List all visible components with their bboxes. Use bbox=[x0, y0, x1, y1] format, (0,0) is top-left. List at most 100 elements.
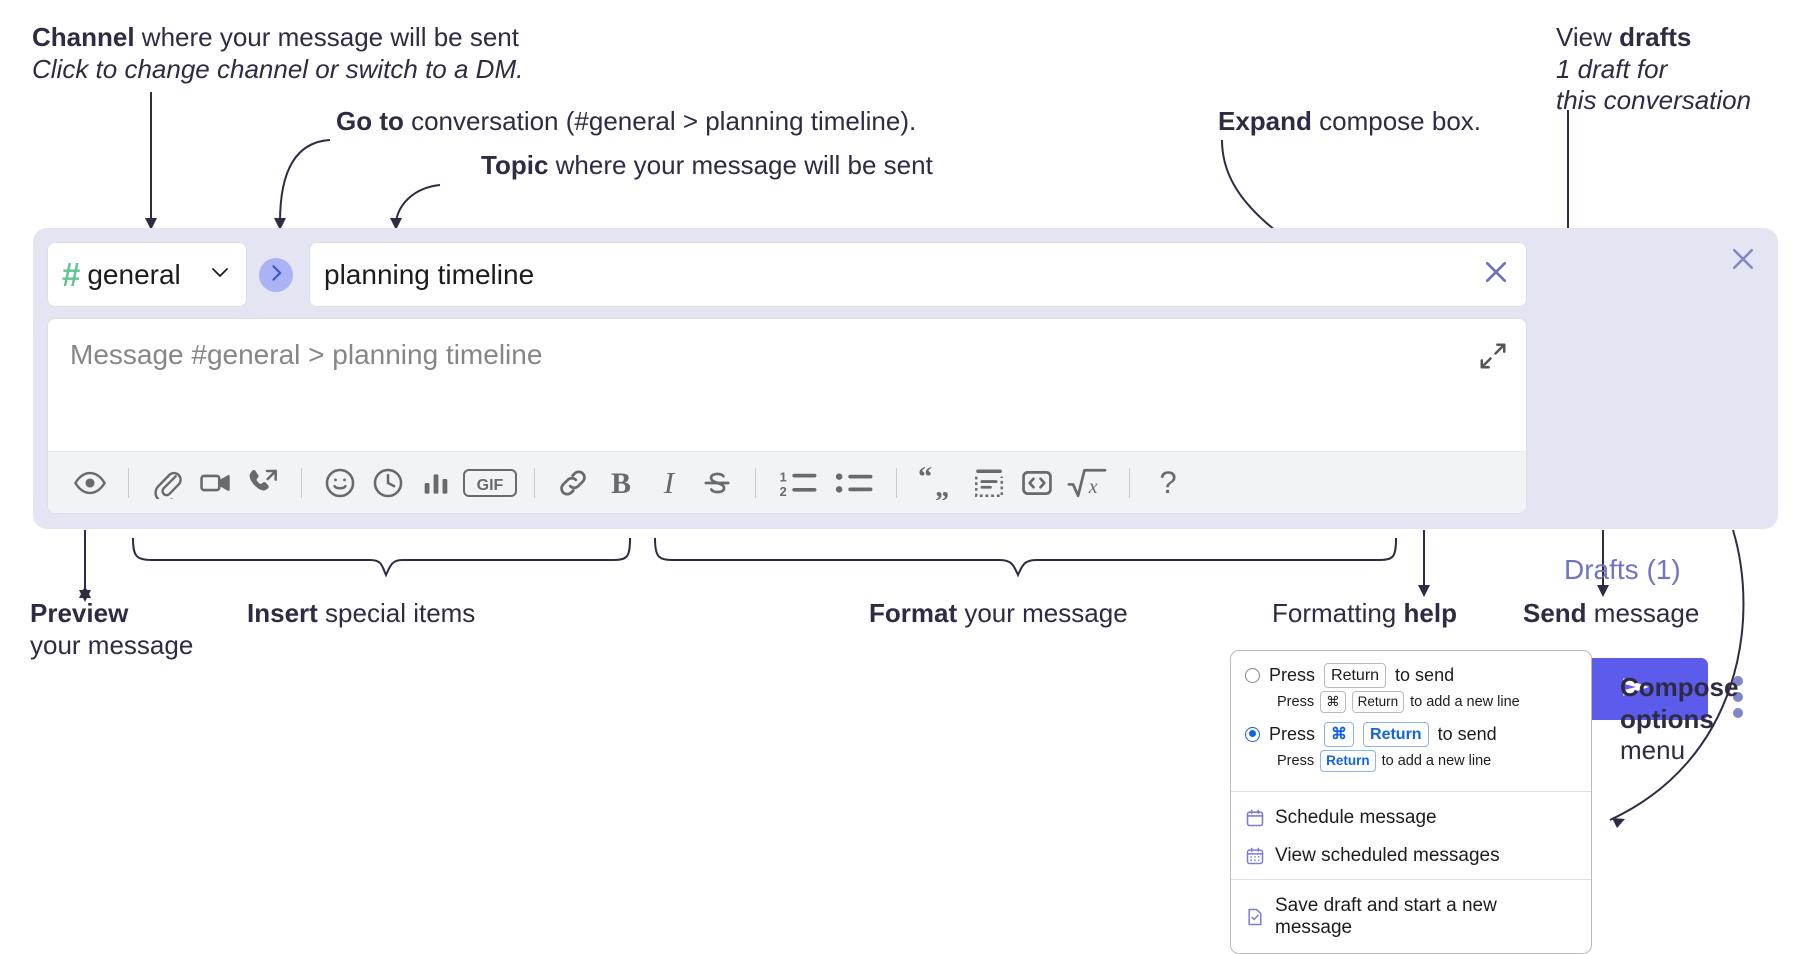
menu-item-save-draft[interactable]: Save draft and start a new message bbox=[1231, 884, 1591, 947]
code-block-icon[interactable] bbox=[965, 459, 1013, 507]
channel-selector[interactable]: # general bbox=[47, 242, 247, 307]
svg-text:I: I bbox=[663, 466, 676, 500]
svg-text:?: ? bbox=[1159, 466, 1176, 500]
poll-icon[interactable] bbox=[412, 459, 460, 507]
calendar-grid-icon bbox=[1245, 846, 1265, 866]
menu-item-label: Schedule message bbox=[1275, 806, 1437, 828]
toolbar-separator bbox=[755, 467, 756, 498]
svg-text:2: 2 bbox=[780, 483, 787, 498]
send-option-row[interactable]: Press Return to send Press ⌘ Return to a… bbox=[1245, 663, 1577, 713]
italic-icon[interactable]: I bbox=[645, 459, 693, 507]
send-option-sub: Press Return to add a new line bbox=[1277, 749, 1577, 772]
chevron-right-icon bbox=[266, 263, 286, 288]
message-input-placeholder: Message #general > planning timeline bbox=[70, 339, 543, 370]
send-icon bbox=[1613, 669, 1659, 710]
annotation-compose-options-l2: options bbox=[1620, 703, 1714, 734]
hash-icon: # bbox=[62, 256, 81, 293]
ordered-list-icon[interactable]: 1 2 bbox=[770, 459, 826, 507]
attachment-icon[interactable] bbox=[143, 459, 191, 507]
blockquote-icon[interactable]: “ „ bbox=[911, 459, 965, 507]
menu-divider bbox=[1231, 878, 1591, 880]
toolbar-separator bbox=[896, 467, 897, 498]
annotation-drafts-pre: View bbox=[1556, 22, 1620, 52]
annotation-drafts-bold: drafts bbox=[1619, 22, 1692, 52]
preview-icon[interactable] bbox=[66, 459, 114, 507]
leader-goto bbox=[279, 139, 331, 223]
toolbar-separator bbox=[1129, 467, 1130, 498]
menu-item-label: View scheduled messages bbox=[1275, 844, 1500, 866]
send-option-main[interactable]: Press Return to send bbox=[1245, 663, 1577, 689]
menu-divider bbox=[1231, 790, 1591, 792]
annotation-channel-sub: Click to change channel or switch to a D… bbox=[32, 53, 524, 84]
annotation-compose-options-l3: menu bbox=[1620, 735, 1686, 766]
send-option-main[interactable]: Press ⌘ Return to send bbox=[1245, 721, 1577, 747]
drafts-link[interactable]: Drafts (1) bbox=[1564, 554, 1681, 585]
annotation-send-bold: Send bbox=[1523, 598, 1587, 628]
brace-format bbox=[654, 537, 1397, 578]
compose-options-menu: Press Return to send Press ⌘ Return to a… bbox=[1230, 650, 1592, 954]
send-options-section: Press Return to send Press ⌘ Return to a… bbox=[1231, 651, 1591, 791]
math-icon[interactable]: x bbox=[1061, 459, 1115, 507]
send-option-post: to send bbox=[1437, 723, 1497, 744]
annotation-compose-options: Compose options menu bbox=[1620, 672, 1738, 767]
expand-compose-icon[interactable] bbox=[1478, 341, 1508, 376]
menu-item-view-scheduled-messages[interactable]: View scheduled messages bbox=[1231, 837, 1591, 875]
inline-code-icon[interactable] bbox=[1013, 459, 1061, 507]
compose-options-button[interactable] bbox=[1733, 676, 1743, 718]
strikethrough-icon[interactable] bbox=[693, 459, 741, 507]
key-return: Return bbox=[1324, 663, 1387, 689]
clock-icon[interactable] bbox=[364, 459, 412, 507]
annotation-expand-rest: compose box. bbox=[1311, 106, 1482, 136]
kebab-menu-icon bbox=[1733, 692, 1743, 702]
annotation-preview-bold: Preview bbox=[30, 598, 129, 628]
annotation-topic-rest: where your message will be sent bbox=[548, 150, 933, 180]
link-icon[interactable] bbox=[549, 459, 597, 507]
toolbar-separator bbox=[301, 467, 302, 498]
annotation-topic: Topic where your message will be sent bbox=[481, 150, 933, 182]
send-option-post: to send bbox=[1395, 665, 1455, 686]
radio-unselected-icon[interactable] bbox=[1245, 668, 1260, 684]
help-icon[interactable]: ? bbox=[1144, 459, 1192, 507]
compose-inner: # general planni bbox=[47, 242, 1527, 514]
send-option-sub-pre: Press bbox=[1277, 752, 1315, 769]
save-draft-icon bbox=[1245, 907, 1265, 927]
emoji-icon[interactable] bbox=[316, 459, 364, 507]
kebab-menu-icon bbox=[1733, 708, 1743, 718]
menu-item-schedule-message[interactable]: Schedule message bbox=[1231, 796, 1591, 837]
panel-close-icon[interactable] bbox=[1728, 244, 1758, 279]
annotation-expand: Expand compose box. bbox=[1218, 106, 1481, 138]
send-option-pre: Press bbox=[1269, 723, 1316, 744]
annotation-format: Format your message bbox=[869, 598, 1128, 630]
annotation-channel-rest: where your message will be sent bbox=[134, 22, 519, 52]
toolbar-separator bbox=[534, 467, 535, 498]
annotation-goto: Go to conversation (#general > planning … bbox=[336, 106, 916, 138]
audio-call-icon[interactable] bbox=[239, 459, 287, 507]
goto-conversation-button[interactable] bbox=[259, 258, 293, 292]
bulleted-list-icon[interactable] bbox=[826, 459, 882, 507]
send-option-sub-post: to add a new line bbox=[1410, 693, 1520, 710]
annotation-format-rest: your message bbox=[957, 598, 1128, 628]
annotation-goto-rest: conversation (#general > planning timeli… bbox=[403, 106, 917, 136]
leader-topic bbox=[395, 184, 441, 223]
radio-selected-icon[interactable] bbox=[1245, 726, 1260, 742]
send-option-sub: Press ⌘ Return to add a new line bbox=[1277, 691, 1577, 713]
brace-insert bbox=[132, 537, 631, 578]
svg-text:GIF: GIF bbox=[477, 477, 504, 494]
video-icon[interactable] bbox=[191, 459, 239, 507]
compose-header-row: # general planni bbox=[47, 242, 1527, 308]
formatting-toolbar: GIF B bbox=[48, 451, 1526, 513]
annotation-insert-bold: Insert bbox=[247, 598, 318, 628]
annotation-send: Send message bbox=[1523, 598, 1699, 630]
menu-item-label: Save draft and start a new message bbox=[1275, 894, 1497, 938]
annotation-preview: Preview your message bbox=[30, 598, 193, 661]
bold-icon[interactable]: B bbox=[597, 459, 645, 507]
annotation-drafts-sub1: 1 draft for bbox=[1556, 53, 1668, 84]
annotation-format-bold: Format bbox=[869, 598, 958, 628]
topic-clear-icon[interactable] bbox=[1480, 256, 1512, 293]
send-option-row[interactable]: Press ⌘ Return to send Press Return to a… bbox=[1245, 721, 1577, 772]
key-command: ⌘ bbox=[1324, 721, 1355, 747]
gif-icon[interactable]: GIF bbox=[460, 459, 520, 507]
message-input-box[interactable]: Message #general > planning timeline bbox=[47, 318, 1527, 514]
topic-value: planning timeline bbox=[324, 258, 535, 290]
topic-input[interactable]: planning timeline bbox=[309, 242, 1527, 307]
